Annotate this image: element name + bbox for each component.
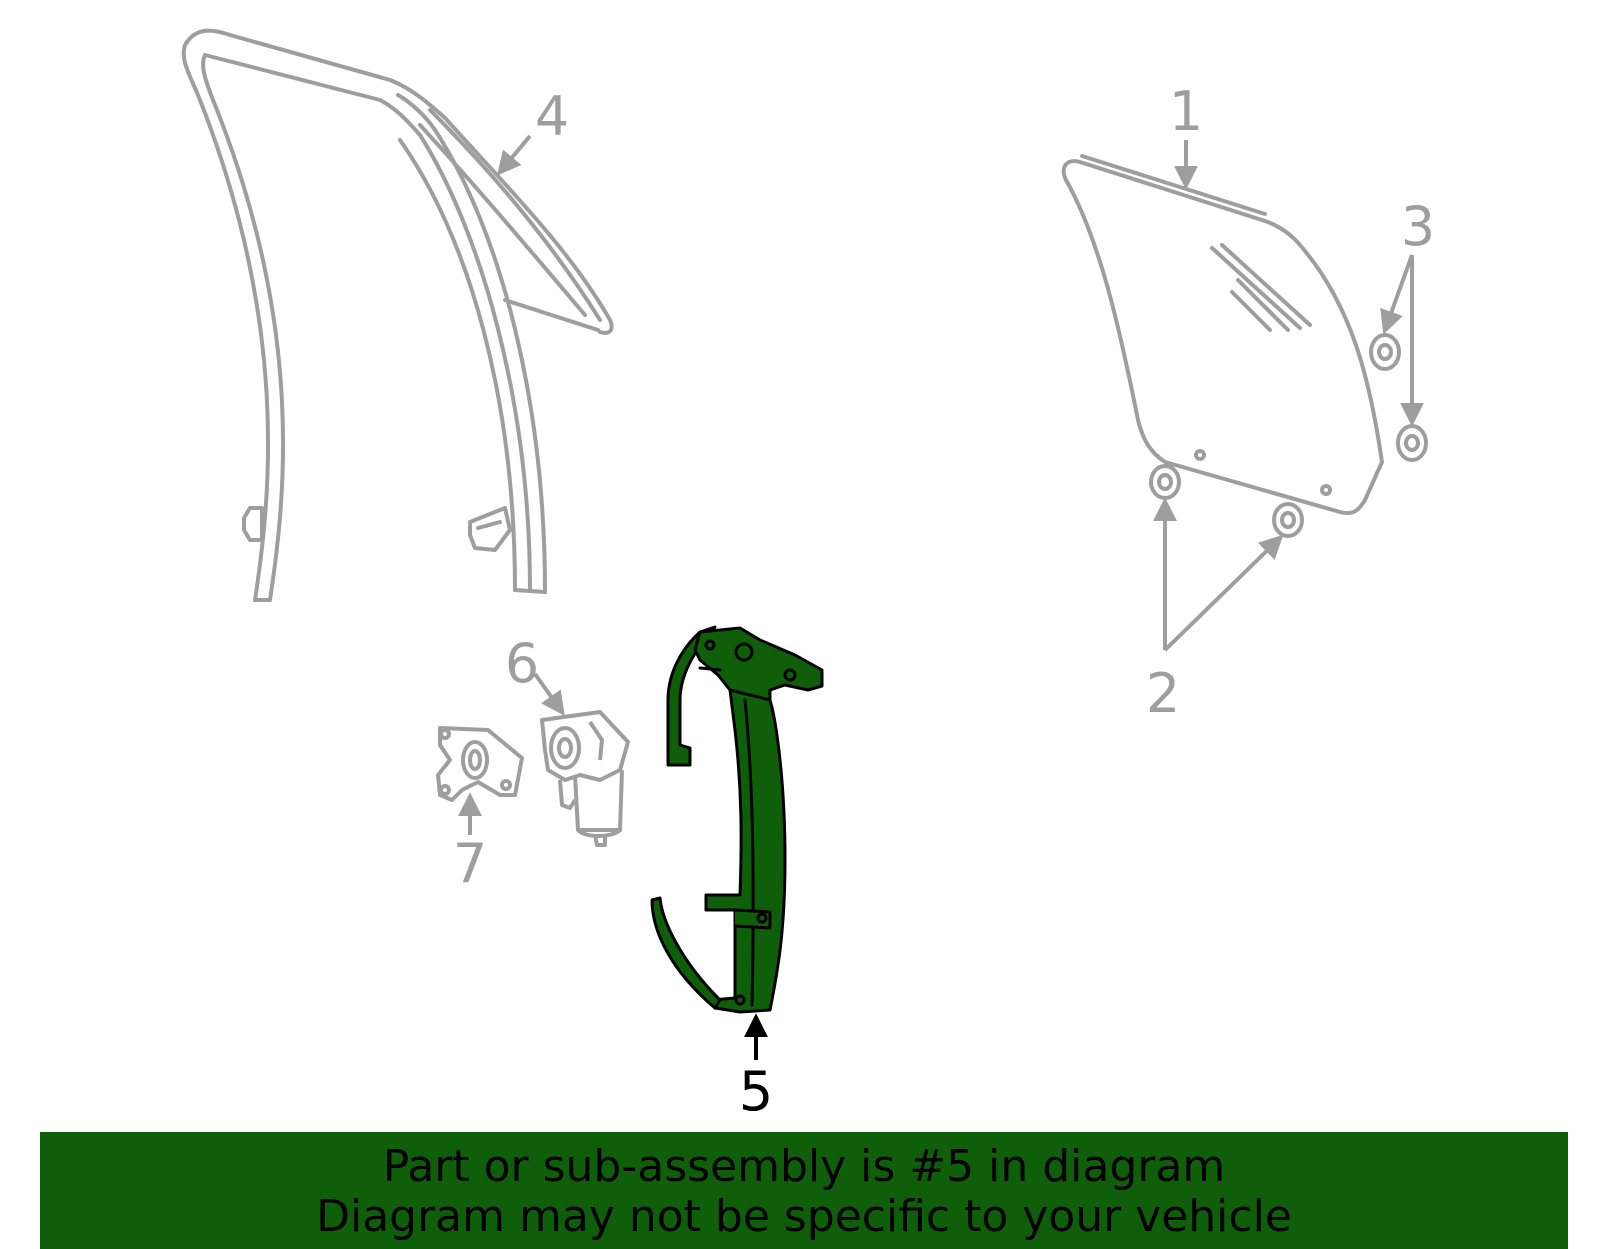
banner-line-1: Part or sub-assembly is #5 in diagram xyxy=(382,1141,1226,1192)
callout-4: 4 xyxy=(535,85,569,148)
callout-6: 6 xyxy=(505,632,539,695)
banner-line-2: Diagram may not be specific to your vehi… xyxy=(316,1191,1292,1242)
leader-lines xyxy=(458,134,1424,1060)
callout-2: 2 xyxy=(1146,662,1180,725)
part-1-window-glass xyxy=(1061,154,1384,515)
callout-5: 5 xyxy=(739,1060,773,1123)
callout-1: 1 xyxy=(1169,80,1203,143)
info-banner: Part or sub-assembly is #5 in diagram Di… xyxy=(40,1132,1568,1249)
part-2-bushings xyxy=(1149,464,1304,538)
part-6-motor xyxy=(540,710,630,847)
part-7-bracket xyxy=(436,726,524,802)
part-5-window-regulator xyxy=(650,625,824,1014)
callout-7: 7 xyxy=(453,832,487,895)
part-4-window-frame xyxy=(181,28,614,602)
callout-3: 3 xyxy=(1401,195,1435,258)
